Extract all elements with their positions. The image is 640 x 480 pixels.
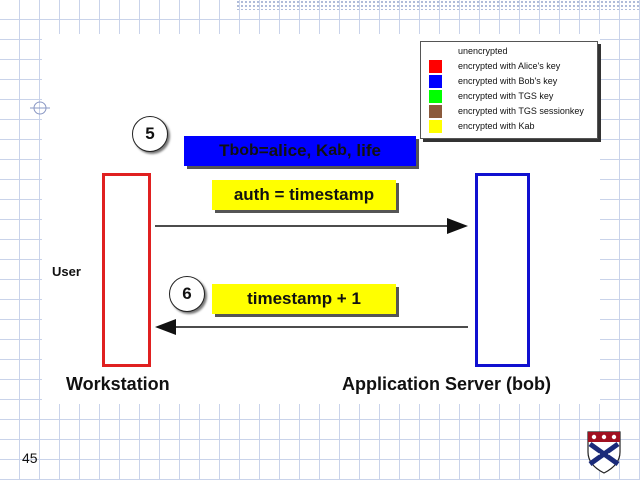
ticket-k-sub: ab (328, 142, 347, 159)
workstation-label: Workstation (66, 374, 170, 394)
legend-swatch (429, 89, 442, 103)
application-server-label: Application Server (bob) (342, 374, 552, 394)
arrowhead-left-icon (155, 319, 176, 335)
legend-swatch (429, 44, 442, 58)
legend-swatch (429, 104, 442, 118)
top-dotted-band (236, 0, 640, 10)
step-6-circle: 6 (169, 276, 205, 312)
legend-label: encrypted with TGS sessionkey (458, 106, 584, 116)
ticket-mid: =alice, K (258, 141, 329, 160)
application-server-box (475, 173, 530, 367)
legend-swatch (429, 119, 442, 133)
legend-swatch (429, 59, 442, 73)
ticket-t-sub: bob (229, 142, 259, 159)
workstation-box (102, 173, 151, 367)
legend-label: encrypted with Bob's key (458, 76, 558, 86)
crosshair-icon (30, 101, 50, 115)
legend-swatch (429, 74, 442, 88)
legend-item: encrypted with TGS sessionkey (429, 104, 584, 118)
legend-label: unencrypted (458, 46, 508, 56)
step-number: 5 (145, 124, 155, 143)
reply-box: timestamp + 1 (212, 284, 396, 314)
legend-item: encrypted with Bob's key (429, 74, 557, 88)
authenticator-box: auth = timestamp (212, 180, 396, 210)
legend-label: encrypted with Kab (458, 121, 535, 131)
legend-item: encrypted with Alice's key (429, 59, 560, 73)
legend-item: encrypted with TGS key (429, 89, 553, 103)
step-number: 6 (182, 284, 192, 303)
legend-label: encrypted with Alice's key (458, 61, 561, 71)
ticket-t: T (219, 141, 230, 160)
university-seal-icon (587, 431, 621, 474)
legend-item: unencrypted (429, 44, 508, 58)
legend-item: encrypted with Kab (429, 119, 535, 133)
legend-label: encrypted with TGS key (458, 91, 554, 101)
authenticator-text: auth = timestamp (233, 185, 375, 204)
ticket-rest: , life (346, 141, 381, 160)
reply-text: timestamp + 1 (247, 289, 361, 308)
slide-number: 45 (22, 450, 38, 466)
user-label: User (52, 264, 81, 279)
legend: unencrypted encrypted with Alice's key e… (420, 41, 598, 139)
arrowhead-right-icon (447, 218, 468, 234)
step-5-circle: 5 (132, 116, 168, 152)
